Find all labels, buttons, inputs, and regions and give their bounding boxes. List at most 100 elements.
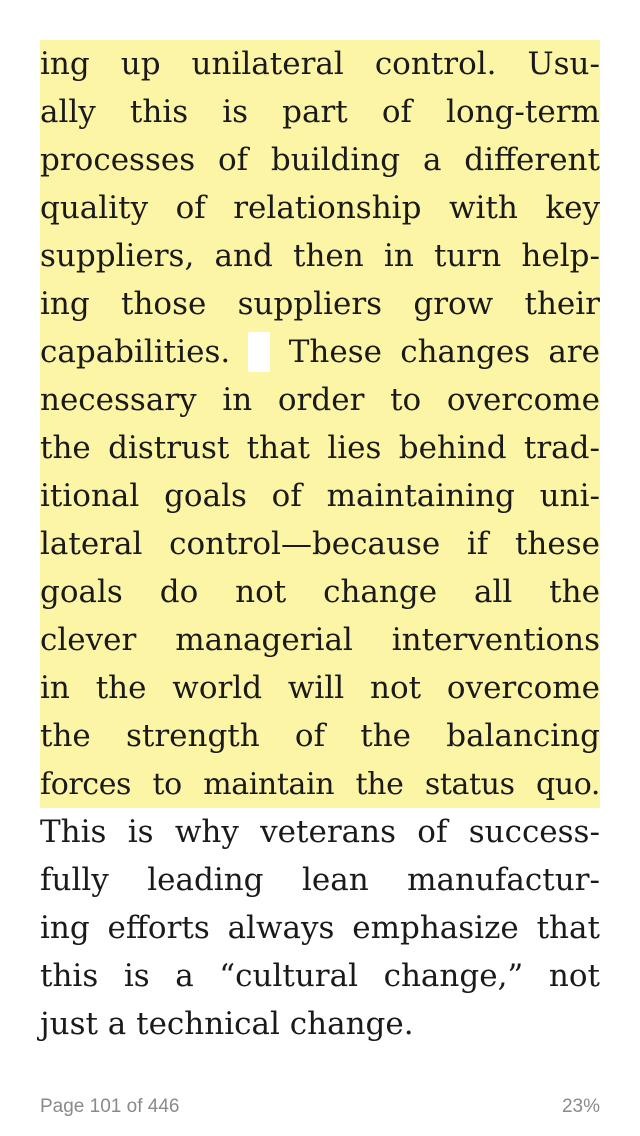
- word[interactable]: This: [40, 814, 107, 850]
- word[interactable]: the: [40, 718, 91, 754]
- word[interactable]: not: [548, 958, 600, 994]
- word[interactable]: long-term: [446, 94, 600, 130]
- word[interactable]: These: [288, 334, 382, 370]
- word[interactable]: itional: [40, 478, 140, 514]
- word[interactable]: if: [466, 526, 489, 562]
- word[interactable]: trad-: [523, 430, 600, 466]
- word[interactable]: maintaining: [326, 478, 515, 514]
- word[interactable]: efforts: [107, 910, 210, 946]
- word[interactable]: change,”: [383, 958, 524, 994]
- word[interactable]: of: [271, 478, 302, 514]
- word[interactable]: to: [152, 766, 182, 802]
- word[interactable]: all: [473, 574, 513, 610]
- word[interactable]: not: [369, 670, 422, 706]
- word[interactable]: status: [424, 766, 515, 802]
- word[interactable]: manufactur-: [407, 862, 600, 898]
- word[interactable]: this: [40, 958, 99, 994]
- word[interactable]: the: [40, 430, 91, 466]
- word[interactable]: maintain: [203, 766, 335, 802]
- word[interactable]: overcome: [446, 670, 600, 706]
- word[interactable]: building: [270, 142, 401, 178]
- word[interactable]: relationship: [233, 190, 422, 226]
- word[interactable]: help-: [521, 238, 600, 274]
- word[interactable]: control—because: [169, 526, 441, 562]
- word[interactable]: not: [235, 574, 287, 610]
- word[interactable]: quo.: [536, 766, 600, 802]
- word[interactable]: lateral: [40, 526, 143, 562]
- word[interactable]: the: [355, 766, 404, 802]
- word[interactable]: up: [120, 46, 161, 82]
- word[interactable]: the: [549, 574, 600, 610]
- word[interactable]: different: [464, 142, 600, 178]
- word[interactable]: turn: [434, 238, 502, 274]
- word[interactable]: order: [277, 382, 365, 418]
- word[interactable]: balancing: [446, 718, 600, 754]
- word[interactable]: just a technical change.: [40, 1006, 414, 1042]
- word[interactable]: suppliers: [237, 286, 383, 322]
- word[interactable]: is: [127, 814, 154, 850]
- word[interactable]: is: [123, 958, 150, 994]
- word[interactable]: that: [246, 430, 311, 466]
- word[interactable]: distrust: [108, 430, 230, 466]
- word[interactable]: with: [448, 190, 518, 226]
- word[interactable]: of: [217, 142, 249, 178]
- word[interactable]: of: [381, 94, 412, 130]
- word[interactable]: fully: [40, 862, 109, 898]
- word[interactable]: that: [536, 910, 600, 946]
- word[interactable]: success-: [468, 814, 600, 850]
- word[interactable]: a: [422, 142, 442, 178]
- word[interactable]: to: [390, 382, 422, 418]
- word[interactable]: will: [287, 670, 345, 706]
- word[interactable]: the: [95, 670, 147, 706]
- word[interactable]: goals: [164, 478, 247, 514]
- word[interactable]: a: [175, 958, 194, 994]
- word[interactable]: of: [417, 814, 448, 850]
- word[interactable]: of: [175, 190, 206, 226]
- word[interactable]: Usu-: [527, 46, 600, 82]
- word[interactable]: ing: [40, 286, 90, 322]
- highlighted-text-line[interactable]: processes of building a different: [40, 136, 600, 184]
- word[interactable]: overcome: [446, 382, 600, 418]
- word[interactable]: quality: [40, 190, 149, 226]
- word[interactable]: key: [545, 190, 600, 226]
- word[interactable]: in: [40, 670, 70, 706]
- word[interactable]: “cultural: [219, 958, 359, 994]
- word[interactable]: suppliers,: [40, 238, 195, 274]
- word[interactable]: part: [282, 94, 348, 130]
- word[interactable]: in: [222, 382, 253, 418]
- word[interactable]: interventions: [391, 622, 600, 658]
- word[interactable]: goals: [40, 574, 123, 610]
- word[interactable]: capabilities.: [40, 334, 231, 370]
- word[interactable]: unilateral: [191, 46, 344, 82]
- word[interactable]: are: [548, 334, 600, 370]
- word[interactable]: veterans: [260, 814, 396, 850]
- word[interactable]: processes: [40, 142, 196, 178]
- word[interactable]: lies: [327, 430, 382, 466]
- word[interactable]: do: [159, 574, 199, 610]
- word[interactable]: then: [293, 238, 364, 274]
- word[interactable]: their: [524, 286, 600, 322]
- word[interactable]: why: [174, 814, 239, 850]
- word[interactable]: ing: [40, 46, 90, 82]
- word[interactable]: and: [214, 238, 273, 274]
- word[interactable]: is: [222, 94, 249, 130]
- word[interactable]: those: [121, 286, 207, 322]
- selection-cursor[interactable]: [248, 332, 271, 372]
- word[interactable]: necessary: [40, 382, 197, 418]
